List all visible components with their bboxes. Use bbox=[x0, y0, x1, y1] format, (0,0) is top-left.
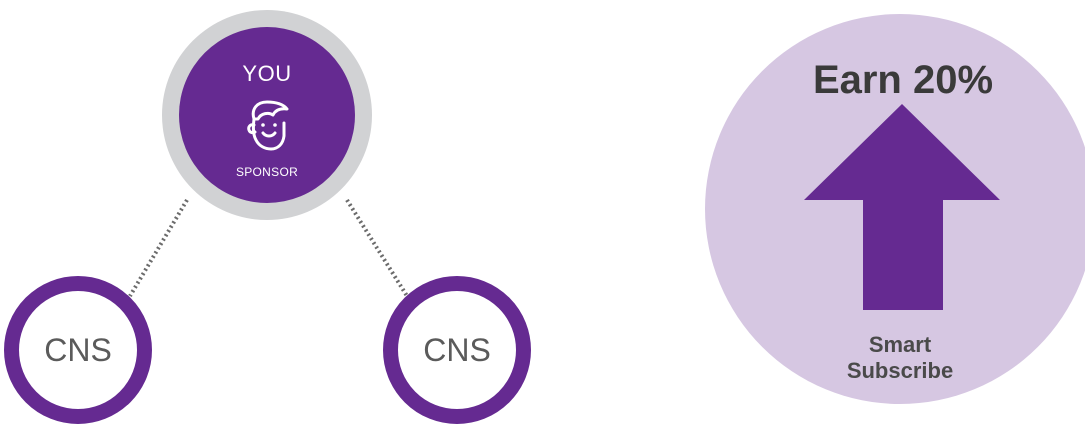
child-node-left-label: CNS bbox=[44, 331, 112, 368]
face-icon bbox=[247, 100, 289, 151]
reward-caption: Smart Subscribe bbox=[820, 332, 980, 385]
up-arrow-icon bbox=[804, 104, 1000, 310]
sponsor-bottom-label: SPONSOR bbox=[235, 165, 299, 179]
child-node-right-label: CNS bbox=[423, 331, 491, 368]
child-node-right: CNS bbox=[383, 276, 531, 424]
sponsor-node: YOU SPONSOR bbox=[179, 27, 355, 203]
reward-caption-line2: Subscribe bbox=[846, 358, 954, 384]
connector-right bbox=[345, 198, 409, 298]
reward-title: Earn 20% bbox=[812, 58, 994, 102]
reward-caption-line1: Smart bbox=[868, 332, 932, 357]
child-node-left: CNS bbox=[4, 276, 152, 424]
sponsor-top-label: YOU bbox=[242, 61, 292, 86]
connector-left bbox=[128, 198, 189, 298]
